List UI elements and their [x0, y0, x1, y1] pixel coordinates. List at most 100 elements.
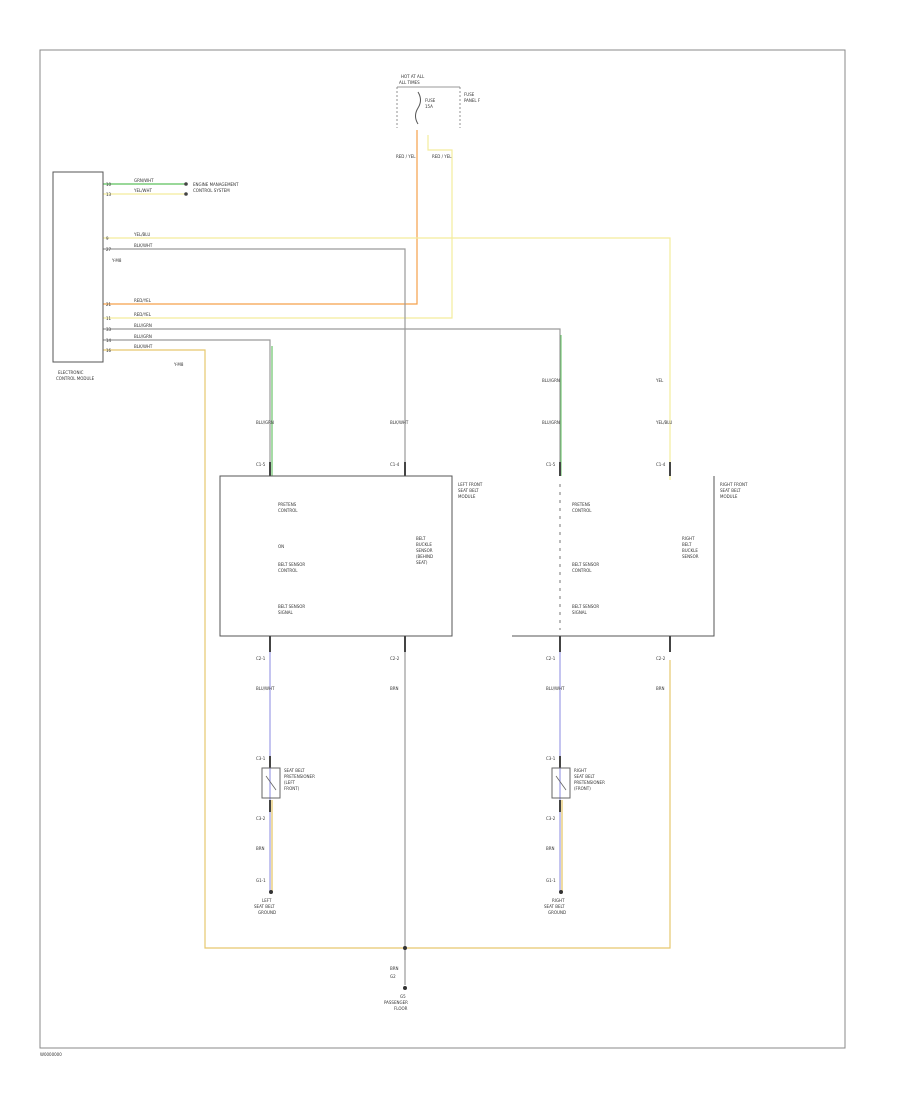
left-pt-ground-pin: G1-1 — [256, 878, 266, 883]
svg-text:14: 14 — [106, 338, 112, 343]
left-pt-label-3: (LEFT — [284, 780, 296, 785]
left-seat-belt-module: BLU/GRN BLK/WHT C1-5 C1-4 LEFT FRONT SEA… — [219, 420, 483, 691]
left-pt-pin-top: C3-1 — [256, 756, 266, 761]
svg-text:RED/YEL: RED/YEL — [134, 298, 152, 303]
fuse-panel-label-2: PANEL F — [464, 98, 481, 103]
right-module-title-3: MODULE — [720, 494, 738, 499]
main-ground: BRN G2 G5 PASSENGER FLOOR — [384, 946, 408, 1011]
right-side-3: BUCKLE — [682, 548, 698, 553]
wire-blu-grn-left — [103, 339, 271, 476]
left-ground-icon — [269, 890, 273, 894]
left-pt-wire: BRN — [256, 846, 265, 851]
main-ground-wire: BRN — [390, 966, 399, 971]
left-module-title-3: MODULE — [458, 494, 476, 499]
right-ground-2: SEAT BELT — [544, 904, 565, 909]
right-row-3b: SIGNAL — [572, 610, 588, 615]
left-side-4: (BEHIND — [416, 554, 433, 559]
left-in-wire-1: BLU/GRN — [256, 420, 274, 425]
right-in-wire-1: BLU/GRN — [542, 378, 560, 383]
left-module-title-1: LEFT FRONT — [458, 482, 483, 487]
right-pretensioner: C3-1 RIGHT SEAT BELT PRETENSIONER (FRONT… — [544, 756, 605, 915]
main-ground-label-2: PASSENGER — [384, 1000, 408, 1005]
left-out-wire-2: BRN — [390, 686, 399, 691]
ecm-side-tag-2: Y-M8 — [173, 362, 184, 367]
footer-code: W0000000 — [40, 1052, 62, 1057]
right-side-2: BELT — [682, 542, 692, 547]
svg-text:RED/YEL: RED/YEL — [134, 312, 152, 317]
connector-dot-1 — [184, 182, 188, 186]
left-side-2: BUCKLE — [416, 542, 432, 547]
main-ground-label-1: G5 — [400, 994, 406, 999]
left-ground-1: LEFT — [262, 898, 272, 903]
right-row-1b: CONTROL — [572, 508, 592, 513]
fuse-amp: 15A — [425, 104, 433, 109]
ecm-label-1: ELECTRONIC — [58, 370, 84, 375]
right-in-wire-1b: BLU/GRN — [542, 420, 560, 425]
fuse-top-label-2: ALL TIMES — [399, 80, 420, 85]
ecm-block: 10 GRN/WHT 13 YEL/WHT ENGINE MANAGEMENT … — [52, 171, 239, 381]
left-pin-in-2: C1-4 — [390, 462, 400, 467]
right-pt-label-3: PRETENSIONER — [574, 780, 605, 785]
left-pin-out-2: C2-2 — [390, 656, 400, 661]
svg-text:11: 11 — [106, 316, 112, 321]
svg-text:16: 16 — [106, 348, 112, 353]
left-pt-label-2: PRETENSIONER — [284, 774, 315, 779]
svg-text:21: 21 — [106, 302, 112, 307]
right-row-1: PRETENS — [572, 502, 591, 507]
right-pin-in-2: C1-4 — [656, 462, 666, 467]
left-pt-pin-bottom: C3-2 — [256, 816, 266, 821]
left-row-1: PRETENS — [278, 502, 297, 507]
right-module-outline — [512, 476, 715, 637]
right-seat-belt-module: BLU/GRN YEL BLU/GRN YEL/BLU C1-5 C1-4 RI… — [512, 378, 748, 691]
right-ground-1: RIGHT — [552, 898, 565, 903]
svg-text:BLU/GRN: BLU/GRN — [134, 323, 152, 328]
svg-text:BLK/WHT: BLK/WHT — [134, 243, 153, 248]
svg-text:BLK/WHT: BLK/WHT — [134, 344, 153, 349]
left-row-2: ON — [278, 544, 284, 549]
left-pretensioner-icon — [261, 767, 281, 799]
fuse-icon — [415, 91, 421, 125]
right-row-2: BELT SENSOR — [572, 562, 599, 567]
fuse-name: FUSE — [425, 98, 436, 103]
right-pin-out-2: C2-2 — [656, 656, 666, 661]
svg-text:9: 9 — [106, 236, 109, 241]
svg-text:BLU/GRN: BLU/GRN — [134, 334, 152, 339]
svg-text:33: 33 — [106, 327, 112, 332]
left-ground-3: GROUND — [258, 910, 276, 915]
ecm-label-2: CONTROL MODULE — [56, 376, 95, 381]
right-ground-icon — [559, 890, 563, 894]
right-pt-label-2: SEAT BELT — [574, 774, 595, 779]
left-ground-2: SEAT BELT — [254, 904, 275, 909]
right-pt-pin-bottom: C3-2 — [546, 816, 556, 821]
left-out-wire-1: BLU/WHT — [256, 686, 275, 691]
right-out-wire-2: BRN — [656, 686, 665, 691]
left-pt-label-1: SEAT BELT — [284, 768, 305, 773]
right-side-1: RIGHT — [682, 536, 695, 541]
right-pt-pin-top: C3-1 — [546, 756, 556, 761]
diagram-frame — [39, 49, 846, 1049]
svg-text:27: 27 — [106, 247, 112, 252]
left-row-4: BELT SENSOR — [278, 604, 305, 609]
svg-text:13: 13 — [106, 192, 112, 197]
right-pt-label-4: (FRONT) — [574, 786, 591, 791]
svg-text:10: 10 — [106, 182, 112, 187]
left-pin-out-1: C2-1 — [256, 656, 266, 661]
right-pin-out-1: C2-1 — [546, 656, 556, 661]
fuse-panel-label-1: FUSE — [464, 92, 475, 97]
left-row-3b: CONTROL — [278, 568, 298, 573]
left-in-wire-2: BLK/WHT — [390, 420, 409, 425]
ecm-ref-2: CONTROL SYSTEM — [193, 188, 230, 193]
connector-dot-2 — [184, 192, 188, 196]
left-side-5: SEAT) — [416, 560, 428, 565]
right-row-3: BELT SENSOR — [572, 604, 599, 609]
right-ground-3: GROUND — [548, 910, 566, 915]
right-pt-wire: BRN — [546, 846, 555, 851]
svg-text:GRN/WHT: GRN/WHT — [134, 178, 154, 183]
right-pretensioner-icon — [551, 767, 571, 799]
right-row-2b: CONTROL — [572, 568, 592, 573]
wire-ground-loop — [103, 349, 671, 949]
right-side-4: SENSOR — [682, 554, 699, 559]
svg-text:YEL/BLU: YEL/BLU — [133, 232, 150, 237]
main-ground-label-3: FLOOR — [394, 1006, 408, 1011]
